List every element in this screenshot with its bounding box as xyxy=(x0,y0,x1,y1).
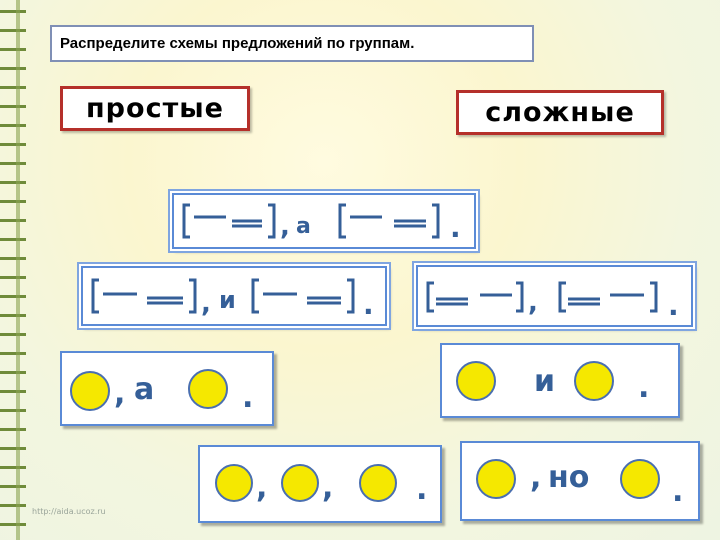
schema-7-period: . xyxy=(672,474,683,509)
group-complex[interactable]: сложные xyxy=(456,90,664,135)
schema-card-2[interactable]: , и . xyxy=(81,266,387,326)
schema-card-5[interactable]: и . xyxy=(440,343,680,418)
clause-circle-icon xyxy=(359,464,397,502)
schema-6-graphic: , , . xyxy=(215,464,427,507)
schema-5-conj: и xyxy=(534,364,555,399)
schema-6-comma-1: , xyxy=(256,470,267,505)
schema-card-1[interactable]: , а . xyxy=(172,193,476,249)
schema-card-7[interactable]: , но . xyxy=(460,441,700,521)
schema-card-3[interactable]: , . xyxy=(416,265,693,327)
clause-circle-icon xyxy=(456,361,496,401)
schema-3-graphic: , . xyxy=(426,281,679,322)
schema-6-period: . xyxy=(416,472,427,507)
schema-4-conj: а xyxy=(134,372,154,407)
clause-circle-icon xyxy=(215,464,253,502)
clause-circle-icon xyxy=(620,459,660,499)
schema-7-graphic: , но . xyxy=(476,459,683,509)
schema-7-comma: , xyxy=(530,460,541,495)
notebook-spiral xyxy=(0,0,26,540)
schema-2-graphic: , и . xyxy=(91,278,374,321)
schema-3-period: . xyxy=(668,289,679,322)
schema-card-6[interactable]: , , . xyxy=(198,445,442,523)
clause-circle-icon xyxy=(574,361,614,401)
clause-circle-icon xyxy=(188,369,228,409)
group-simple[interactable]: простые xyxy=(60,86,250,131)
schema-7-conj: но xyxy=(548,460,589,495)
schema-card-4[interactable]: , а . xyxy=(60,351,274,426)
clause-circle-icon xyxy=(281,464,319,502)
watermark-url: http://aida.ucoz.ru xyxy=(32,507,106,516)
task-instruction: Распределите схемы предложений по группа… xyxy=(50,25,534,62)
schema-2-comma: , xyxy=(201,289,211,319)
schema-1-graphic: , а . xyxy=(182,203,461,244)
schema-3-comma: , xyxy=(528,288,538,318)
schema-1-conj: а xyxy=(296,214,311,239)
clause-circle-icon xyxy=(476,459,516,499)
schema-1-period: . xyxy=(450,211,461,244)
clause-circle-icon xyxy=(70,371,110,411)
schema-4-period: . xyxy=(242,380,253,415)
schema-1-comma: , xyxy=(280,212,290,242)
schema-6-comma-2: , xyxy=(322,470,333,505)
schema-2-period: . xyxy=(363,288,374,321)
schema-5-graphic: и . xyxy=(456,361,649,405)
schema-4-comma: , xyxy=(114,376,125,411)
schema-5-period: . xyxy=(638,370,649,405)
schema-2-conj: и xyxy=(219,286,236,314)
schema-4-graphic: , а . xyxy=(70,369,253,415)
